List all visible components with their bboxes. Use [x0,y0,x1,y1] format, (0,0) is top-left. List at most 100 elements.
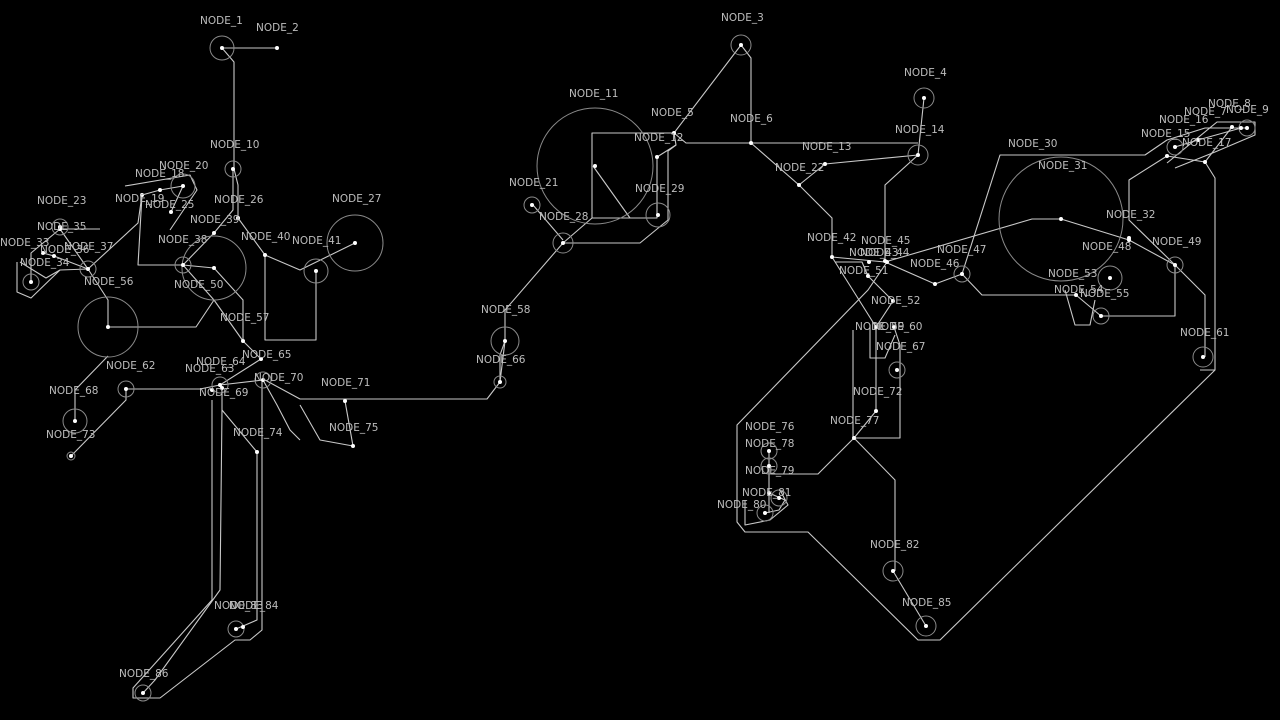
node-62-dot[interactable] [124,387,128,391]
node-57-dot[interactable] [241,339,245,343]
node-29-dot[interactable] [656,213,660,217]
node-86-dot[interactable] [141,691,145,695]
node-72-dot[interactable] [874,409,878,413]
node-40-dot[interactable] [263,253,267,257]
node-55-dot[interactable] [1099,314,1103,318]
node-18-dot[interactable] [158,188,162,192]
node-65-dot[interactable] [259,357,263,361]
node-51-dot[interactable] [866,274,870,278]
node-37-dot[interactable] [86,267,90,271]
node-69-dot[interactable] [220,386,224,390]
edge-44 [70,389,127,457]
node-2-dot[interactable] [275,46,279,50]
node-73-dot[interactable] [69,454,73,458]
node-5-dot[interactable] [672,131,676,135]
node-4-dot[interactable] [922,96,926,100]
node-25-dot[interactable] [169,210,173,214]
node-78-dot[interactable] [767,464,771,468]
node-20-dot[interactable] [181,184,185,188]
node-39-dot[interactable] [212,231,216,235]
node-19-dot[interactable] [140,193,144,197]
node-79-dot[interactable] [767,491,771,495]
node-77-dot[interactable] [852,436,856,440]
node-34-dot[interactable] [29,280,33,284]
node-35-dot[interactable] [58,225,62,229]
node-49-dot[interactable] [1173,263,1177,267]
node-76-label: NODE_76 [745,421,795,433]
node-61-dot[interactable] [1201,355,1205,359]
node-3-dot[interactable] [739,43,743,47]
node-68-halo [62,408,88,434]
node-75-dot[interactable] [351,444,355,448]
node-82-label: NODE_82 [870,539,919,551]
node-53-dot[interactable] [1108,276,1112,280]
node-26-dot[interactable] [236,216,240,220]
node-10-dot[interactable] [231,167,235,171]
node-21-dot[interactable] [530,203,534,207]
node-70-dot[interactable] [261,378,265,382]
node-56-halo [77,296,139,358]
node-42-dot[interactable] [830,255,834,259]
node-7-dot[interactable] [1230,125,1234,129]
node-27-halo [326,214,384,272]
node-58-dot[interactable] [503,339,507,343]
node-30-dot[interactable] [1165,154,1169,158]
node-63-dot[interactable] [218,383,222,387]
node-15-dot[interactable] [1173,145,1177,149]
node-9-dot[interactable] [1245,126,1249,130]
node-16-label: NODE_16 [1159,114,1209,126]
node-76-dot[interactable] [767,449,771,453]
node-71-dot[interactable] [343,399,347,403]
node-33-dot[interactable] [41,251,45,255]
node-54-dot[interactable] [1074,293,1078,297]
node-41-dot[interactable] [314,269,318,273]
node-8-dot[interactable] [1239,126,1243,130]
node-52-dot[interactable] [891,299,895,303]
node-74-dot[interactable] [255,450,259,454]
node-15-halo [1166,138,1184,156]
node-80-dot[interactable] [763,511,767,515]
node-50-dot[interactable] [212,266,216,270]
node-48-dot[interactable] [1127,238,1131,242]
node-33-label: NODE_33 [0,237,49,249]
edge-50 [30,228,100,282]
node-85-dot[interactable] [924,624,928,628]
node-36-dot[interactable] [52,254,56,258]
node-45-dot[interactable] [885,260,889,264]
node-48-label: NODE_48 [1082,241,1131,253]
node-6-dot[interactable] [749,141,753,145]
node-12-dot[interactable] [655,155,659,159]
node-84-dot[interactable] [241,625,245,629]
node-83-dot[interactable] [234,627,238,631]
node-81-dot[interactable] [777,496,781,500]
node-17-dot[interactable] [1203,160,1207,164]
node-59-dot[interactable] [874,325,878,329]
node-27-dot[interactable] [353,241,357,245]
node-66-dot[interactable] [498,380,502,384]
node-56-dot[interactable] [106,325,110,329]
node-38-dot[interactable] [181,263,185,267]
node-16-dot[interactable] [1196,138,1200,142]
node-28-dot[interactable] [561,241,565,245]
node-31-dot[interactable] [1059,217,1063,221]
node-19-label: NODE_19 [115,193,164,205]
node-11-dot[interactable] [593,164,597,168]
node-67-dot[interactable] [895,368,899,372]
node-13-label: NODE_13 [802,141,851,153]
node-13-dot[interactable] [823,162,827,166]
node-60-dot[interactable] [892,325,896,329]
node-68-dot[interactable] [73,419,77,423]
node-46-dot[interactable] [933,282,937,286]
node-64-dot[interactable] [210,388,214,392]
node-22-dot[interactable] [797,183,801,187]
edge-39 [87,189,161,270]
node-61-halo [1192,346,1214,368]
node-34-halo [22,273,40,291]
node-43-dot[interactable] [867,260,871,264]
node-14-dot[interactable] [916,153,920,157]
node-38-label: NODE_38 [158,234,207,246]
node-1-dot[interactable] [220,46,224,50]
node-73-halo [66,451,76,461]
node-82-dot[interactable] [891,569,895,573]
node-47-dot[interactable] [960,272,964,276]
